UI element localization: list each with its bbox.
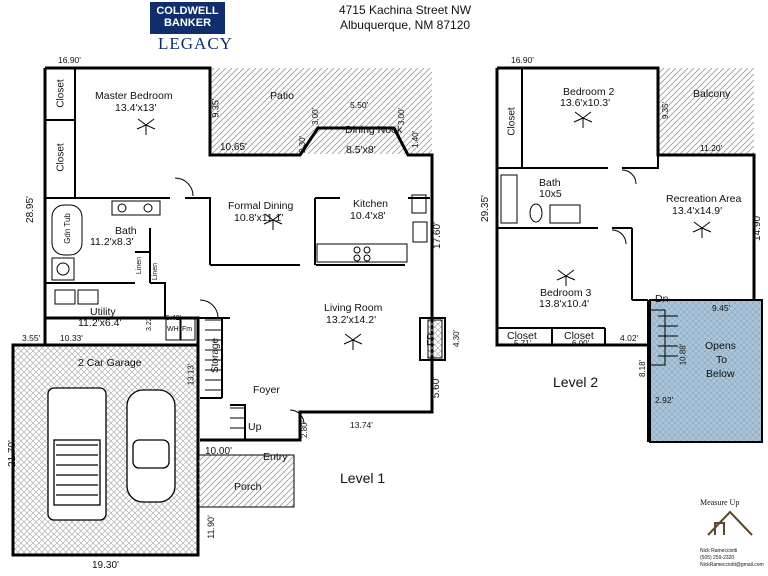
dim-5-50: 5.50' bbox=[350, 100, 369, 110]
dim-1-40: 1.40' bbox=[411, 130, 421, 149]
dim-13-13: 13.13' bbox=[186, 363, 196, 386]
dim-l2-16-90: 16.90' bbox=[511, 55, 534, 65]
balcony-area bbox=[658, 68, 754, 156]
dim-3-00-b: 3.00' bbox=[397, 107, 407, 126]
master-bedroom-size: 13.4'x13' bbox=[115, 102, 157, 114]
bath-size: 11.2'x8.3' bbox=[90, 236, 134, 248]
dim-l2-8-18: 8.18' bbox=[638, 359, 648, 378]
measurer-name: Nick Ramecciotti bbox=[700, 548, 738, 554]
dining-nook-name: Dining Nook bbox=[345, 124, 403, 136]
entry-label: Entry bbox=[263, 451, 288, 463]
dim-5-42: 5.42' bbox=[166, 315, 181, 322]
dim-10-00: 10.00' bbox=[205, 446, 232, 457]
dim-13-74: 13.74' bbox=[350, 420, 373, 430]
master-bedroom-name: Master Bedroom bbox=[95, 90, 173, 102]
living-room-size: 13.2'x14.2' bbox=[326, 314, 377, 326]
opens-label-3: Below bbox=[706, 368, 735, 380]
dim-l2-4-02: 4.02' bbox=[620, 333, 639, 343]
closet-b-label: Closet bbox=[55, 143, 67, 172]
brand-sub: LEGACY bbox=[158, 34, 233, 53]
porch-area bbox=[197, 454, 295, 508]
dim-l2-9-45: 9.45' bbox=[712, 303, 731, 313]
furnace-label: Fm bbox=[182, 326, 193, 333]
water-heater-label: WH bbox=[167, 326, 179, 333]
bedroom-3-size: 13.8'x10.4' bbox=[539, 298, 590, 310]
dining-nook-size: 8.5'x8' bbox=[346, 144, 376, 156]
brand-logo: COLDWELL BANKER bbox=[150, 2, 225, 34]
dim-9-35: 9.35' bbox=[210, 98, 221, 118]
closet-l2-2-label: Closet bbox=[564, 330, 594, 342]
formal-dining-name: Formal Dining bbox=[228, 200, 294, 212]
bedroom-2-size: 13.6'x10.3' bbox=[560, 97, 611, 109]
linen-1-label: Linen bbox=[136, 256, 144, 275]
address-line-2: Albuquerque, NM 87120 bbox=[339, 18, 471, 32]
closet-l2-label: Closet bbox=[506, 107, 518, 136]
measure-up-logo bbox=[707, 510, 753, 536]
dim-19-30: 19.30' bbox=[92, 560, 119, 571]
dim-11-90: 11.90' bbox=[205, 515, 216, 539]
dim-28-95: 28.95' bbox=[24, 196, 36, 223]
dim-3-22: 3.22' bbox=[145, 316, 153, 331]
dim-l2-10-88: 10.88' bbox=[678, 343, 688, 366]
utility-name: Utility bbox=[90, 306, 116, 318]
address-line-1: 4715 Kachina Street NW bbox=[338, 3, 472, 17]
bedroom-2-name: Bedroom 2 bbox=[563, 86, 615, 98]
bedroom-3-name: Bedroom 3 bbox=[540, 287, 592, 299]
dim-17-60: 17.60' bbox=[431, 222, 443, 249]
dim-10-33: 10.33' bbox=[60, 333, 83, 343]
stairs-up-label: Up bbox=[248, 421, 262, 433]
utility-size: 11.2'x6.4' bbox=[78, 317, 122, 329]
dim-l2-29-35: 29.35' bbox=[479, 195, 491, 222]
dim-l2-14-90: 14.90' bbox=[751, 214, 763, 241]
balcony-label: Balcony bbox=[693, 88, 731, 100]
linen-2-label: Linen bbox=[152, 262, 160, 281]
level-2-label: Level 2 bbox=[553, 374, 599, 390]
bath-l2-name: Bath bbox=[539, 177, 561, 189]
formal-dining-size: 10.8'x11.1' bbox=[234, 212, 284, 224]
garden-tub-label: Gdn Tub bbox=[62, 213, 72, 244]
living-room-name: Living Room bbox=[324, 302, 383, 314]
garage-label: 2 Car Garage bbox=[78, 357, 142, 369]
dim-21-70: 21.70' bbox=[6, 440, 18, 467]
measurer-email: NickRamecciotti@gmail.com bbox=[700, 562, 764, 568]
patio-label: Patio bbox=[270, 90, 294, 102]
level-1-label: Level 1 bbox=[340, 470, 386, 486]
dim-l2-2-92: 2.92' bbox=[655, 395, 674, 405]
opens-label-2: To bbox=[716, 354, 728, 366]
dim-l2-11-20: 11.20' bbox=[700, 143, 723, 153]
dim-5-60: 5.60' bbox=[431, 376, 443, 399]
dim-4-30: 4.30' bbox=[452, 329, 462, 348]
dim-l2-9-35: 9.35' bbox=[661, 101, 671, 120]
dim-2-80: 2.80' bbox=[300, 420, 310, 439]
ceiling-fan-icons bbox=[136, 118, 363, 350]
foyer-label: Foyer bbox=[253, 384, 280, 396]
stairs-down-label: Dn bbox=[655, 293, 669, 305]
bath-name: Bath bbox=[115, 225, 137, 237]
dim-16-90: 16.90' bbox=[58, 55, 81, 65]
dim-10-65: 10.65' bbox=[220, 142, 247, 153]
dim-2-30: 2.30' bbox=[298, 135, 308, 154]
opens-to-below-area bbox=[649, 299, 763, 443]
dim-3-00-a: 3.00' bbox=[311, 107, 321, 126]
measure-up-title: Measure Up bbox=[700, 498, 740, 507]
patio-area bbox=[210, 68, 432, 154]
opens-label-1: Opens bbox=[705, 340, 736, 352]
closet-l2-1-label: Closet bbox=[507, 330, 537, 342]
closet-a-label: Closet bbox=[55, 79, 67, 108]
kitchen-name: Kitchen bbox=[353, 198, 389, 210]
fireplace-label: FP bbox=[425, 333, 437, 346]
dim-l2-6-00: 6.00' bbox=[572, 339, 590, 348]
recreation-area-name: Recreation Area bbox=[666, 193, 742, 205]
measurer-phone: (505) 259-2320 bbox=[700, 555, 735, 561]
bath-l2-size: 10x5 bbox=[539, 188, 562, 200]
kitchen-size: 10.4'x8' bbox=[350, 210, 386, 222]
dim-l2-5-71: 5.71' bbox=[514, 339, 532, 348]
porch-label: Porch bbox=[234, 481, 262, 493]
dim-3-55: 3.55' bbox=[22, 333, 41, 343]
storage-label: Storage bbox=[210, 337, 222, 374]
recreation-area-size: 13.4'x14.9' bbox=[672, 205, 723, 217]
